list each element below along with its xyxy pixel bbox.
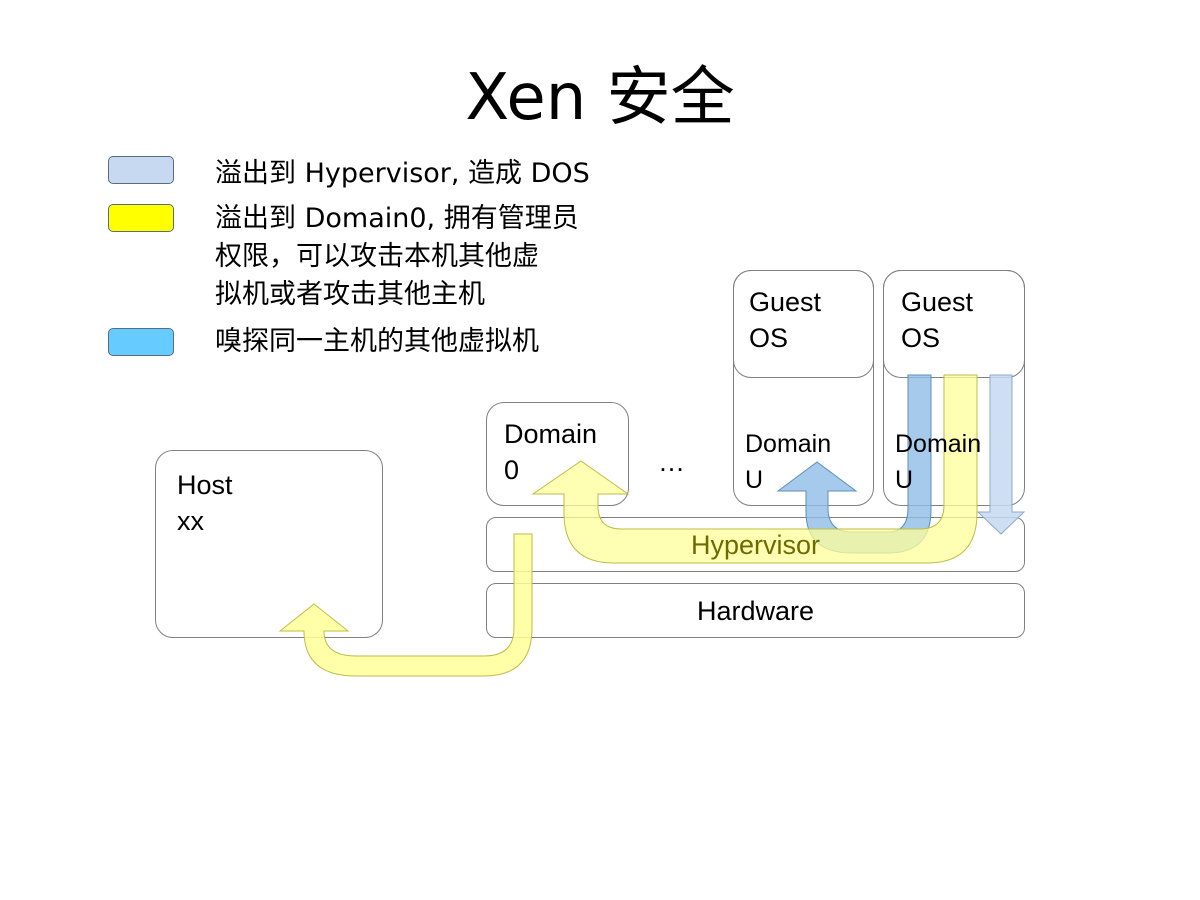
domain0-box (486, 402, 629, 506)
light-blue-dos-arrow (976, 374, 1026, 535)
guest-os-1-label: Guest OS (749, 287, 822, 353)
legend-swatch-domain0 (108, 204, 174, 232)
host-box (155, 450, 383, 638)
host-label: Host xx (177, 470, 233, 536)
ellipsis: … (658, 447, 685, 477)
hardware-box (486, 583, 1025, 638)
guest-os-2-label: Guest OS (901, 287, 974, 353)
hypervisor-box (486, 517, 1025, 572)
legend-swatch-dos (108, 156, 174, 184)
guest-os-1-box (733, 270, 874, 378)
legend-text-domain0: 溢出到 Domain0, 拥有管理员 权限，可以攻击本机其他虚 拟机或者攻击其他… (215, 203, 579, 310)
yellow-arrow-to-domain0 (531, 374, 978, 564)
domain0-label: Domain 0 (504, 419, 598, 485)
domain-u-1-label: Domain U (745, 430, 832, 494)
legend-swatch-sniff (108, 328, 174, 356)
slide-title: Xen 安全 (465, 61, 735, 135)
legend-text-dos: 溢出到 Hypervisor, 造成 DOS (215, 158, 590, 189)
legend-text-sniff: 嗅探同一主机的其他虚拟机 (215, 326, 539, 357)
hypervisor-label: Hypervisor (690, 530, 821, 560)
yellow-arrow-to-host (278, 533, 533, 677)
hardware-label: Hardware (696, 596, 815, 626)
domain-u-2-label: Domain U (895, 430, 982, 494)
